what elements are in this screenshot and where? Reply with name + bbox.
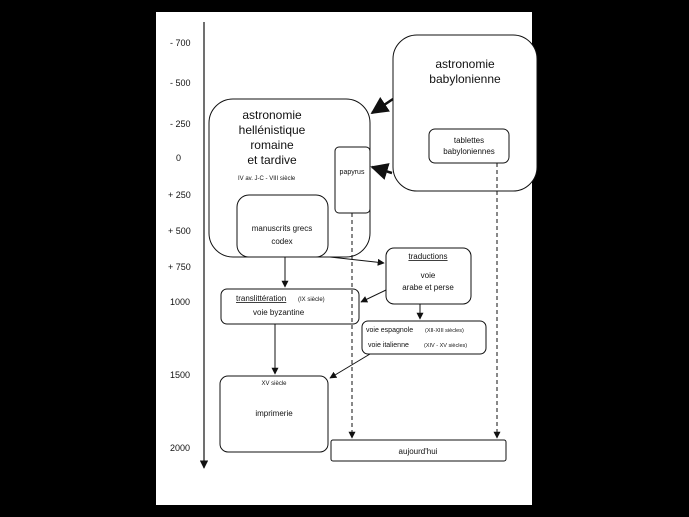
translations-line2: arabe et perse [402, 283, 454, 292]
transliteration-note: (IX siècle) [298, 297, 325, 303]
tick-label: 1000 [170, 297, 190, 307]
printing-title: XV siècle [261, 381, 287, 387]
babylonian-title-line1: astronomie [435, 57, 495, 71]
spanish-line: voie espagnole [366, 327, 413, 334]
arrow-hellenistic-to-translations [329, 256, 385, 266]
printing-line1: imprimerie [255, 409, 293, 418]
hellenistic-line4: et tardive [247, 153, 297, 167]
tablets-box: tablettes babyloniennes [428, 128, 510, 164]
papyrus-box: papyrus [334, 146, 371, 214]
tick-label: + 250 [168, 190, 191, 200]
spanish-note: (XII-XIII siècles) [425, 328, 464, 334]
tick-label: - 250 [170, 119, 191, 129]
transliteration-title: translittération [236, 294, 286, 303]
spanish-italian-box: voie espagnole (XII-XIII siècles) voie i… [361, 320, 487, 355]
tablets-line1: tablettes [454, 136, 484, 145]
today-label: aujourd'hui [399, 447, 438, 456]
tick-label: - 700 [170, 38, 191, 48]
timeline: - 700 - 500 - 250 0 + 250 + 500 + 750 10… [168, 22, 209, 469]
hellenistic-line3: romaine [250, 138, 294, 152]
translations-line1: voie [421, 271, 436, 280]
manuscripts-line1: manuscrits grecs [252, 224, 312, 233]
hellenistic-dates: IV av. J-C - VIII siècle [238, 176, 296, 182]
manuscripts-line2: codex [271, 237, 292, 246]
transliteration-box: translittération (IX siècle) voie byzant… [220, 288, 360, 325]
translations-box: traductions voie arabe et perse [385, 247, 472, 305]
arrow-translations-to-transliteration [360, 289, 387, 303]
printing-box: XV siècle imprimerie [219, 375, 329, 453]
manuscripts-box: manuscrits grecs codex [236, 194, 329, 258]
papyrus-label: papyrus [340, 169, 365, 176]
tick-label: 1500 [170, 370, 190, 380]
arrow-babylonian-to-papyrus [370, 163, 393, 180]
today-box: aujourd'hui [330, 439, 507, 462]
tablets-line2: babyloniennes [443, 147, 495, 156]
hellenistic-line1: astronomie [242, 108, 302, 122]
tick-label: + 500 [168, 226, 191, 236]
hellenistic-line2: hellénistique [239, 123, 306, 137]
transliteration-line1: voie byzantine [253, 308, 305, 317]
babylonian-astronomy-box: astronomie babylonienne [392, 34, 538, 192]
babylonian-title-line2: babylonienne [429, 72, 501, 86]
italian-line: voie italienne [368, 342, 409, 349]
italian-note: (XIV - XV siècles) [424, 343, 467, 349]
translations-title: traductions [408, 252, 447, 261]
arrow-spanish-to-printing [329, 353, 371, 379]
tick-label: + 750 [168, 262, 191, 272]
arrow-babylonian-to-hellenistic [370, 96, 394, 115]
tick-label: 0 [176, 153, 181, 163]
arrows [271, 96, 501, 439]
tick-label: 2000 [170, 443, 190, 453]
tick-label: - 500 [170, 78, 191, 88]
